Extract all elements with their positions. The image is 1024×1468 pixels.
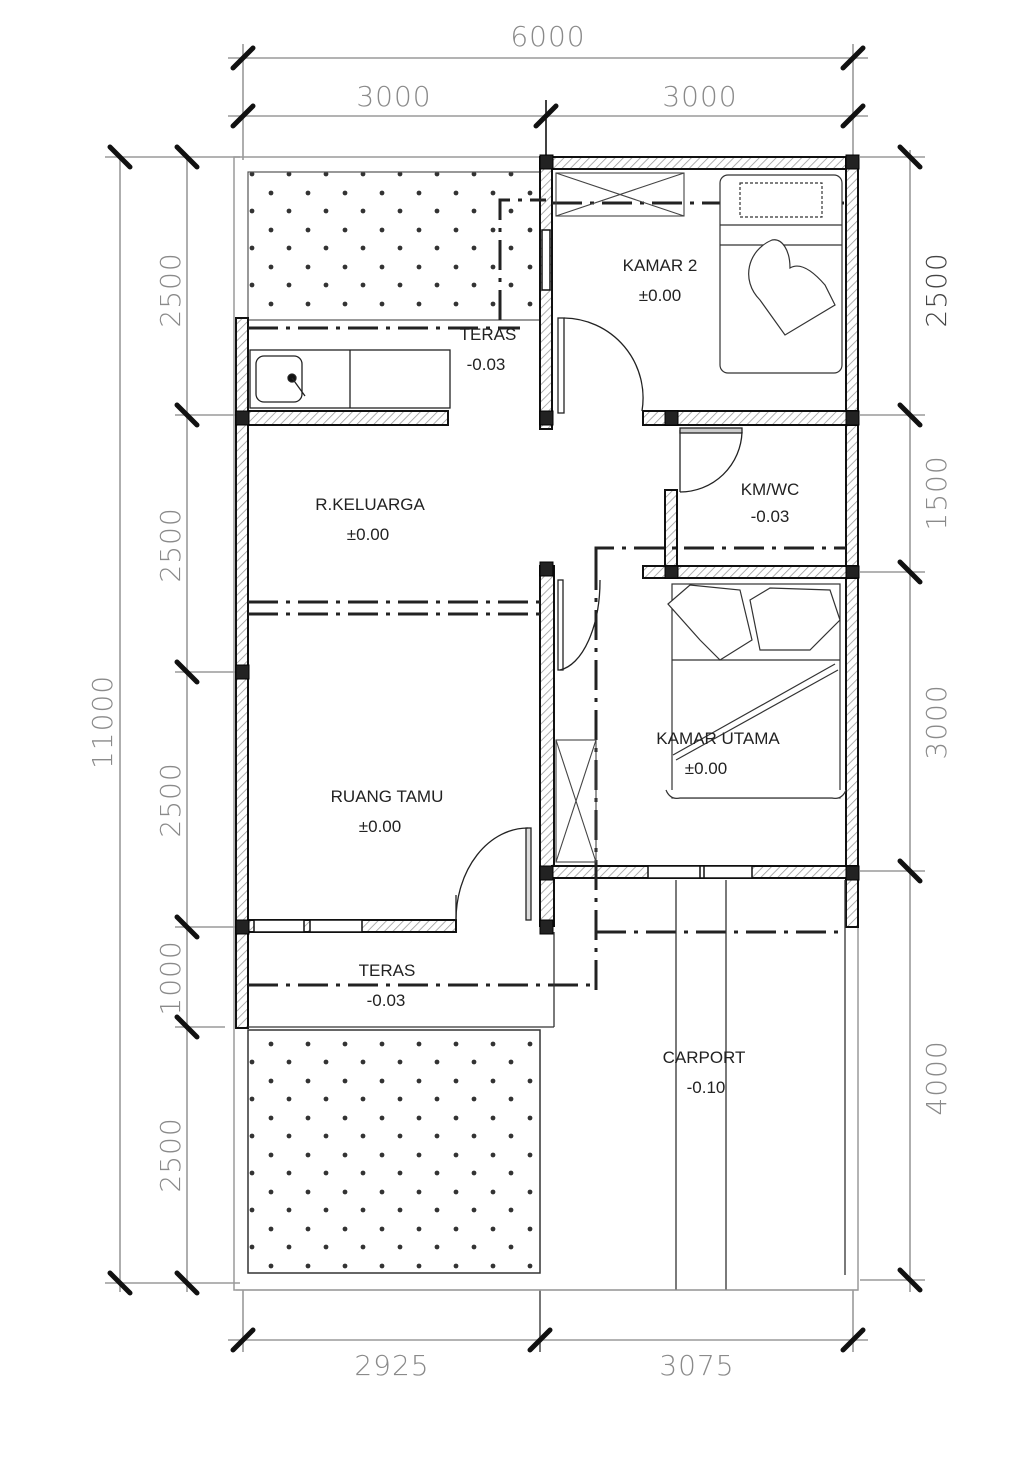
elevation-kamar-utama: ±0.00 xyxy=(685,759,727,778)
dim-top-right: 3000 xyxy=(662,80,737,113)
room-label-kmwc: KM/WC xyxy=(741,480,800,499)
dim-left-seg-4: 1000 xyxy=(154,940,187,1015)
dim-left-seg-2: 2500 xyxy=(154,507,187,582)
elevation-ruang-tamu: ±0.00 xyxy=(359,817,401,836)
dim-bottom-right: 3075 xyxy=(659,1349,734,1382)
bed-kamar2 xyxy=(719,174,843,374)
room-label-kamar-utama: KAMAR UTAMA xyxy=(656,729,780,748)
elevation-teras-back: -0.03 xyxy=(467,355,506,374)
elevation-kamar2: ±0.00 xyxy=(639,286,681,305)
dim-left-total: 11000 xyxy=(86,675,119,769)
dimension-ticks xyxy=(107,45,923,1353)
front-garden xyxy=(247,1029,541,1274)
doors xyxy=(455,317,743,921)
room-label-teras-back: TERAS xyxy=(460,325,517,344)
elevation-carport: -0.10 xyxy=(687,1078,726,1097)
carport-lines xyxy=(236,880,858,1291)
elevation-teras-front: -0.03 xyxy=(367,991,406,1010)
columns xyxy=(235,154,860,935)
dim-left-seg-1: 2500 xyxy=(154,252,187,327)
bed-kamar-utama xyxy=(665,583,847,799)
room-label-ruang-tamu: RUANG TAMU xyxy=(331,787,444,806)
wardrobe-kamar-utama xyxy=(555,739,597,863)
room-label-keluarga: R.KELUARGA xyxy=(315,495,425,514)
dim-left-seg-3: 2500 xyxy=(154,762,187,837)
kitchen-counter xyxy=(249,349,451,409)
elevation-keluarga: ±0.00 xyxy=(347,525,389,544)
dim-bottom-left: 2925 xyxy=(354,1349,429,1382)
windows xyxy=(253,229,753,933)
back-garden xyxy=(247,171,541,321)
dim-right-seg-1: 2500 xyxy=(920,252,953,327)
dim-right-seg-3: 3000 xyxy=(920,684,953,759)
wardrobe-kamar2 xyxy=(555,172,685,217)
dim-top-total: 6000 xyxy=(510,20,585,53)
room-label-carport: CARPORT xyxy=(663,1048,746,1067)
dim-right-seg-2: 1500 xyxy=(920,455,953,530)
dim-right-seg-4: 4000 xyxy=(920,1040,953,1115)
dim-left-seg-5: 2500 xyxy=(154,1117,187,1192)
dim-top-left: 3000 xyxy=(356,80,431,113)
room-label-teras-front: TERAS xyxy=(359,961,416,980)
room-label-kamar2: KAMAR 2 xyxy=(623,256,698,275)
elevation-kmwc: -0.03 xyxy=(751,507,790,526)
